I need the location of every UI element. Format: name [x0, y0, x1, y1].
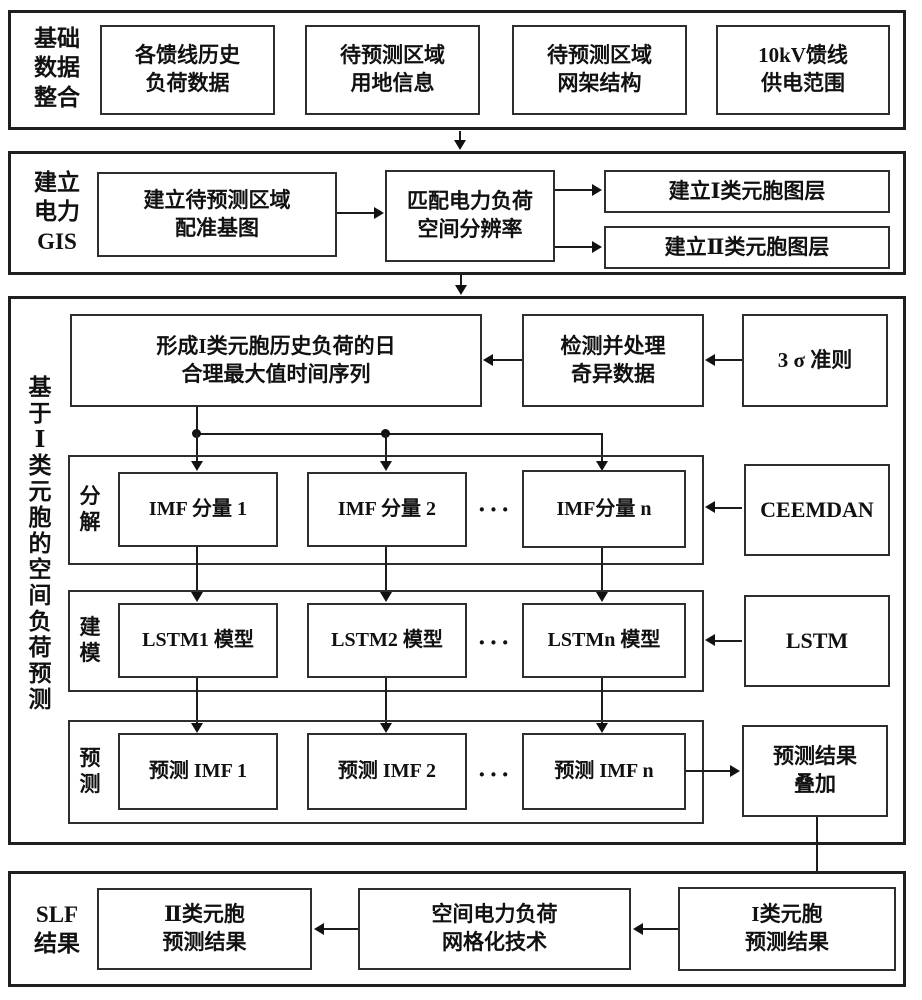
arrow-lstm-model-line — [714, 640, 742, 642]
section-slf-results-label: SLF 结果 — [34, 902, 80, 957]
arrow-imf2-lstm2-line — [385, 547, 387, 594]
arrow-imfn-lstmn-head — [596, 592, 608, 602]
model-ellipsis: ··· — [477, 628, 513, 657]
box-predict-imfn: 预测 IMF n — [522, 733, 686, 810]
box-spatial-resolution: 匹配电力负荷 空间分辨率 — [385, 170, 555, 262]
container-model-label: 建 模 — [79, 615, 101, 666]
arrow-superpose-result1-line — [816, 817, 818, 879]
decompose-ellipsis: ··· — [477, 495, 513, 524]
arrow-branch-imfn-line — [601, 433, 603, 462]
arrow-branch-imf1-line — [196, 433, 198, 462]
arrow-ceemdan-decompose-head — [705, 501, 715, 513]
box-ceemdan: CEEMDAN — [744, 464, 890, 556]
box-imf1: IMF 分量 1 — [118, 472, 278, 547]
arrow-ceemdan-decompose-line — [714, 507, 742, 509]
box-outlier-handling: 检测并处理 奇异数据 — [522, 314, 704, 407]
box-imf2: IMF 分量 2 — [307, 472, 467, 547]
box-predict-imf1: 预测 IMF 1 — [118, 733, 278, 810]
arrow-s2-s3-line — [460, 275, 462, 290]
arrow-lstmn-predn-line — [601, 678, 603, 725]
arrow-result1-grid-head — [633, 923, 643, 935]
box-10kv-supply-range: 10kV馈线 供电范围 — [716, 25, 890, 115]
arrow-resolution-layer2-head — [592, 241, 602, 253]
arrow-resolution-layer2-line — [555, 246, 595, 248]
arrow-predn-superpose-line — [686, 770, 733, 772]
box-lstm2-model: LSTM2 模型 — [307, 603, 467, 678]
arrow-imfn-lstmn-line — [601, 548, 603, 594]
arrow-lstmn-predn-head — [596, 723, 608, 733]
arrow-s1-s2-line — [459, 131, 461, 147]
predict-ellipsis: ··· — [477, 760, 513, 789]
arrow-s1-s2-head — [454, 140, 466, 150]
branch-stem-line — [196, 407, 198, 435]
box-layer-class1: 建立Ⅰ类元胞图层 — [604, 170, 890, 213]
section-base-data-label: 基础 数据 整合 — [34, 26, 80, 110]
arrow-s2-s3-head — [455, 285, 467, 295]
container-predict — [68, 720, 704, 824]
arrow-lstm2-pred2-line — [385, 678, 387, 725]
container-predict-label: 预 测 — [79, 746, 101, 797]
box-grid-structure: 待预测区域 网架结构 — [512, 25, 687, 115]
arrow-basemap-resolution-head — [374, 207, 384, 219]
box-layer-class2: 建立Ⅱ类元胞图层 — [604, 226, 890, 269]
section-class1-slf-label: 基 于 Ⅰ 类 元 胞 的 空 间 负 荷 预 测 — [28, 375, 52, 712]
branch-horizontal-line — [196, 433, 603, 435]
arrow-basemap-resolution-line — [337, 212, 377, 214]
box-imfn: IMF分量 n — [522, 470, 686, 548]
arrow-lstm1-pred1-line — [196, 678, 198, 725]
arrow-lstm1-pred1-head — [191, 723, 203, 733]
box-feeder-history-load: 各馈线历史 负荷数据 — [100, 25, 275, 115]
arrow-imf1-lstm1-line — [196, 547, 198, 594]
box-base-map: 建立待预测区域 配准基图 — [97, 172, 337, 257]
arrow-resolution-layer1-head — [592, 184, 602, 196]
arrow-lstm2-pred2-head — [380, 723, 392, 733]
box-daily-max-time-series: 形成I类元胞历史负荷的日 合理最大值时间序列 — [70, 314, 482, 407]
box-class1-result: I类元胞 预测结果 — [678, 887, 896, 971]
box-lstm1-model: LSTM1 模型 — [118, 603, 278, 678]
arrow-grid-result2-line — [324, 928, 358, 930]
arrow-predn-superpose-head — [730, 765, 740, 777]
box-class2-result: Ⅱ类元胞 预测结果 — [97, 888, 312, 970]
arrow-grid-result2-head — [314, 923, 324, 935]
arrow-outlier-series-head — [483, 354, 493, 366]
section-power-gis-label: 建立 电力 GIS — [34, 170, 80, 254]
arrow-outlier-series-line — [492, 359, 522, 361]
arrow-imf1-lstm1-head — [191, 592, 203, 602]
arrow-lstm-model-head — [705, 634, 715, 646]
arrow-resolution-layer1-line — [555, 189, 595, 191]
arrow-branch-imf1-head — [191, 461, 203, 471]
box-landuse-info: 待预测区域 用地信息 — [305, 25, 480, 115]
box-lstm: LSTM — [744, 595, 890, 687]
arrow-branch-imf2-line — [385, 433, 387, 462]
arrow-branch-imfn-head — [596, 461, 608, 471]
arrow-branch-imf2-head — [380, 461, 392, 471]
arrow-imf2-lstm2-head — [380, 592, 392, 602]
arrow-sigma-outlier-line — [714, 359, 742, 361]
box-grid-technique: 空间电力负荷 网格化技术 — [358, 888, 631, 970]
box-lstmn-model: LSTMn 模型 — [522, 603, 686, 678]
arrow-result1-grid-line — [643, 928, 678, 930]
box-3sigma-rule: 3 σ 准则 — [742, 314, 888, 407]
arrow-sigma-outlier-head — [705, 354, 715, 366]
box-predict-imf2: 预测 IMF 2 — [307, 733, 467, 810]
container-decompose-label: 分 解 — [79, 484, 101, 535]
box-superpose-results: 预测结果 叠加 — [742, 725, 888, 817]
